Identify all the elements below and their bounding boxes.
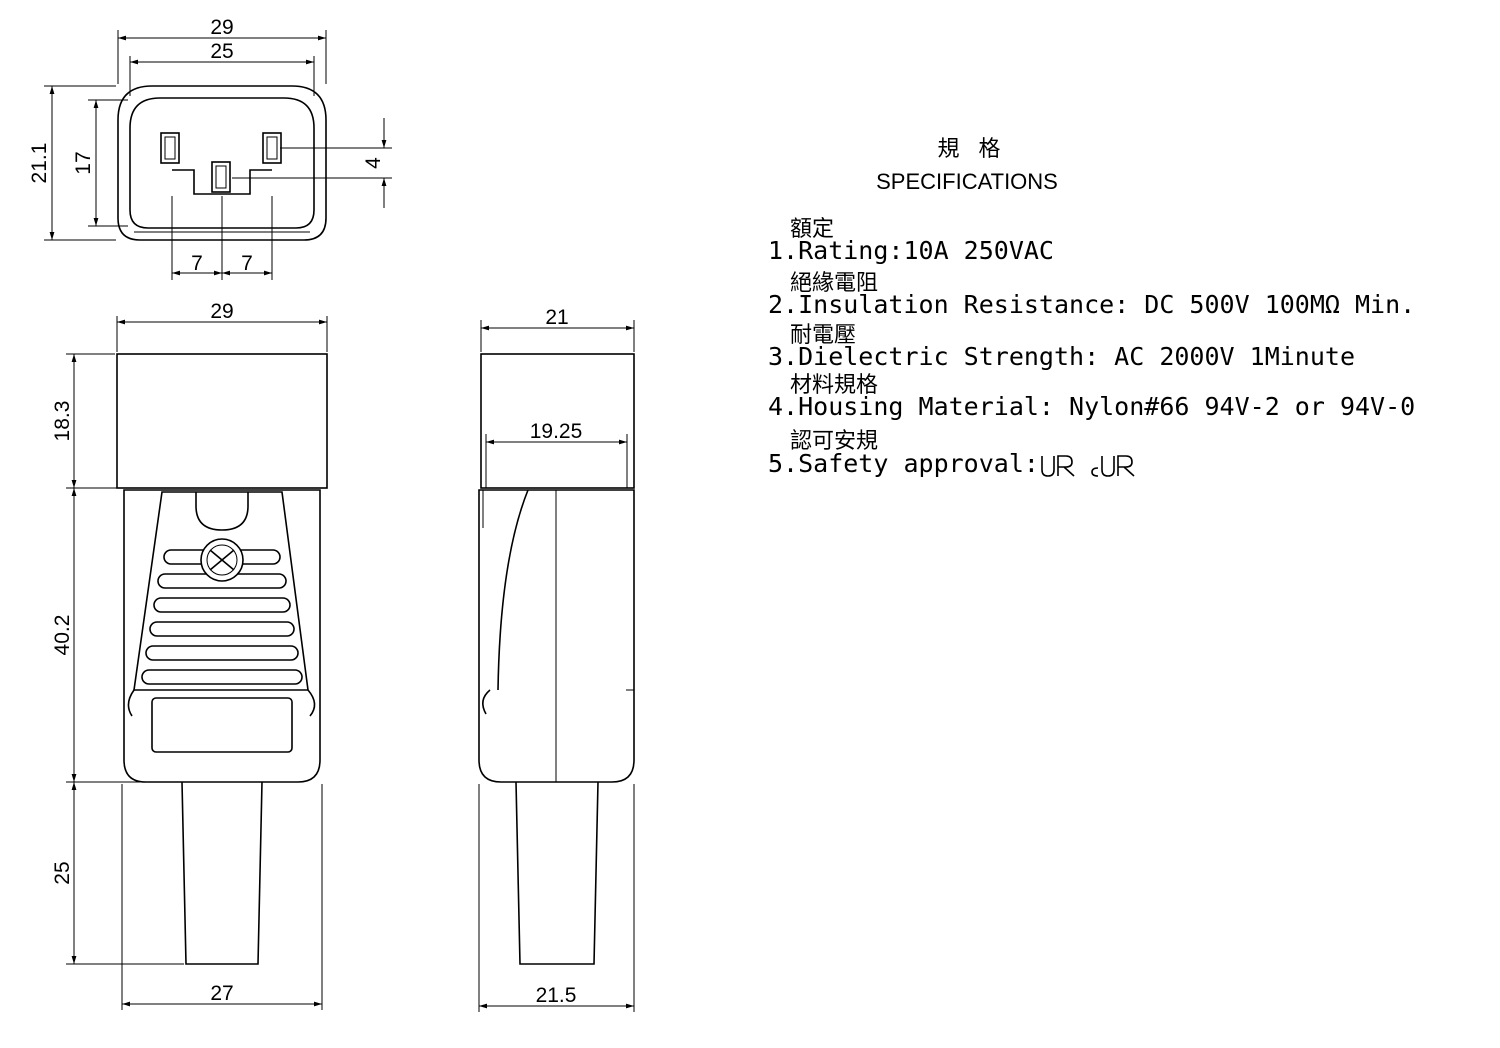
spec-item-3-cn: 耐電壓 bbox=[790, 323, 856, 348]
spec-title-cn: 規 格 bbox=[938, 137, 1007, 162]
spec-item-1-cn: 額定 bbox=[790, 217, 834, 242]
dim-front-height-inner: 17 bbox=[72, 151, 95, 174]
dim-pin-spacing-left: 7 bbox=[191, 252, 203, 275]
dim-body-height: 40.2 bbox=[51, 615, 74, 656]
spec-item-3-en: 3.Dielectric Strength: AC 2000V 1Minute bbox=[768, 342, 1355, 371]
c-ur-mark-icon bbox=[1091, 455, 1135, 477]
dim-side-inner-width: 19.25 bbox=[530, 420, 583, 443]
spec-title-en: SPECIFICATIONS bbox=[876, 169, 1058, 194]
dim-pin-offset: 4 bbox=[362, 157, 385, 169]
ur-mark-icon bbox=[1041, 455, 1075, 477]
front-view: 29 25 21.1 17 4 7 7 bbox=[28, 16, 392, 280]
spec-item-5-en: 5.Safety approval: bbox=[768, 449, 1039, 478]
dim-front-height-outer: 21.1 bbox=[28, 143, 51, 184]
dim-front-inner-width: 25 bbox=[210, 40, 233, 63]
side-view: 21 19.25 21.5 bbox=[478, 306, 635, 1012]
body-view: 29 18.3 40.2 25 27 bbox=[51, 300, 328, 1010]
dim-bottom-width: 27 bbox=[210, 982, 233, 1005]
dim-pin-spacing-right: 7 bbox=[241, 252, 253, 275]
spec-item-4-cn: 材料規格 bbox=[790, 373, 878, 398]
specifications-block: 規 格 SPECIFICATIONS 額定 1.Rating:10A 250VA… bbox=[768, 137, 1415, 478]
dim-front-outer-width: 29 bbox=[210, 16, 233, 39]
spec-item-4-en: 4.Housing Material: Nylon#66 94V-2 or 94… bbox=[768, 392, 1415, 421]
dim-side-width-top: 21 bbox=[545, 306, 568, 329]
dim-body-width-top: 29 bbox=[210, 300, 233, 323]
spec-item-2-cn: 絕緣電阻 bbox=[790, 271, 878, 296]
spec-item-1-en: 1.Rating:10A 250VAC bbox=[768, 236, 1054, 265]
dim-tail-height: 25 bbox=[51, 861, 74, 884]
spec-item-5-cn: 認可安規 bbox=[790, 429, 878, 454]
dim-cap-height: 18.3 bbox=[51, 401, 74, 442]
spec-item-2-en: 2.Insulation Resistance: DC 500V 100MΩ M… bbox=[768, 290, 1415, 319]
dim-side-bottom-width: 21.5 bbox=[536, 984, 577, 1007]
